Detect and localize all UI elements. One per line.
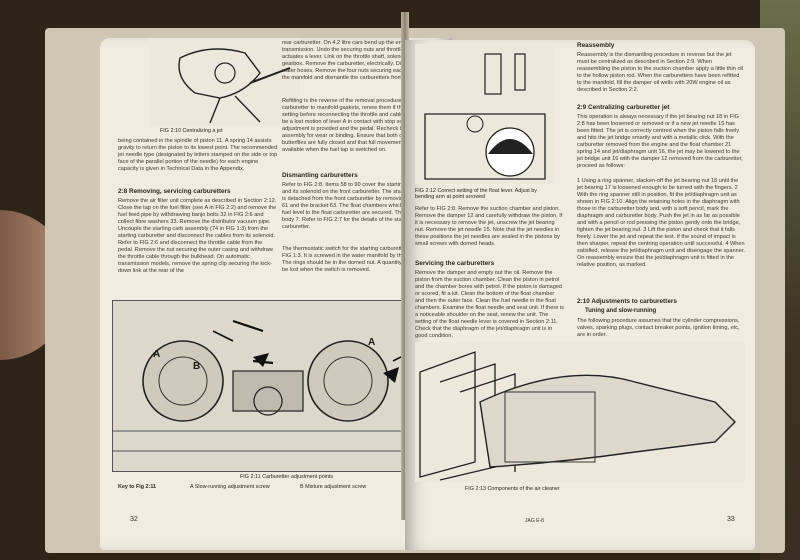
tuning-text: The following procedure assumes that the…	[577, 318, 740, 338]
dismantling-heading: Dismantling carburetters	[282, 172, 358, 179]
fig-2-11-illustration: A B A B	[112, 300, 442, 472]
para-top: being contained in the spindle of piston…	[118, 138, 278, 172]
steps-text: 1 Using a ring spanner, slacken-off the …	[577, 178, 745, 268]
key-label: Key to Fig 2:11	[118, 484, 157, 490]
tuning-heading: Tuning and slow-running	[585, 308, 657, 314]
servicing-text: Remove the damper and empty out the oil.…	[415, 270, 564, 339]
label-a-right: A	[368, 337, 376, 348]
footer-mark: JAG E-8	[525, 518, 544, 524]
col2-refit-text: Refitting is the reverse of the removal …	[282, 98, 440, 153]
section-2-9-text: This operation is always necessary if th…	[577, 114, 743, 169]
servicing-heading: Servicing the carburetters	[415, 260, 495, 267]
fig-2-12-caption: FIG 2:12 Correct setting of the float le…	[415, 188, 537, 200]
right-page: FIG 2:12 Correct setting of the float le…	[405, 40, 755, 550]
fig-2-13-caption: FIG 2:13 Components of the air cleaner	[465, 486, 560, 492]
label-b-left: B	[193, 361, 201, 372]
left-page-number: 32	[130, 516, 138, 523]
key-b: B Mixture adjustment screw	[300, 484, 367, 490]
section-2-10-heading: 2:10 Adjustments to carburetters	[577, 298, 677, 305]
fig-2-13-illustration	[415, 342, 745, 482]
left-page: FIG 2:10 Centralizing a jet being contai…	[100, 38, 452, 550]
thermostatic-text: The thermostatic switch for the starting…	[282, 246, 437, 273]
col1-text: Refer to FIG 2:8. Remove the suction cha…	[415, 206, 563, 247]
label-a-left: A	[153, 349, 161, 360]
dismantling-text: Refer to FIG 2:8. Items 58 to 90 cover t…	[282, 182, 441, 230]
key-a: A Slow-running adjustment screw	[190, 484, 270, 490]
right-page-number: 33	[727, 516, 735, 523]
fig-2-10-caption: FIG 2:10 Centralizing a jet	[160, 128, 223, 134]
fig-2-12-illustration	[415, 44, 555, 184]
fig-2-10-illustration	[150, 38, 300, 126]
reassembly-heading: Reassembly	[577, 42, 615, 49]
col2-top-text: rear carburetter. On 4.2 litre cars bend…	[282, 40, 442, 81]
fig-2-11-caption: FIG 2:11 Carburetter adjustment points	[240, 474, 334, 480]
section-2-8-text: Remove the air filter unit complete as d…	[118, 198, 277, 274]
section-2-8-heading: 2:8 Removing, servicing carburetters	[118, 188, 231, 195]
section-2-9-heading: 2:9 Centralizing carburetter jet	[577, 104, 670, 111]
reassembly-text: Reassembly is the dismantling procedure …	[577, 52, 744, 93]
